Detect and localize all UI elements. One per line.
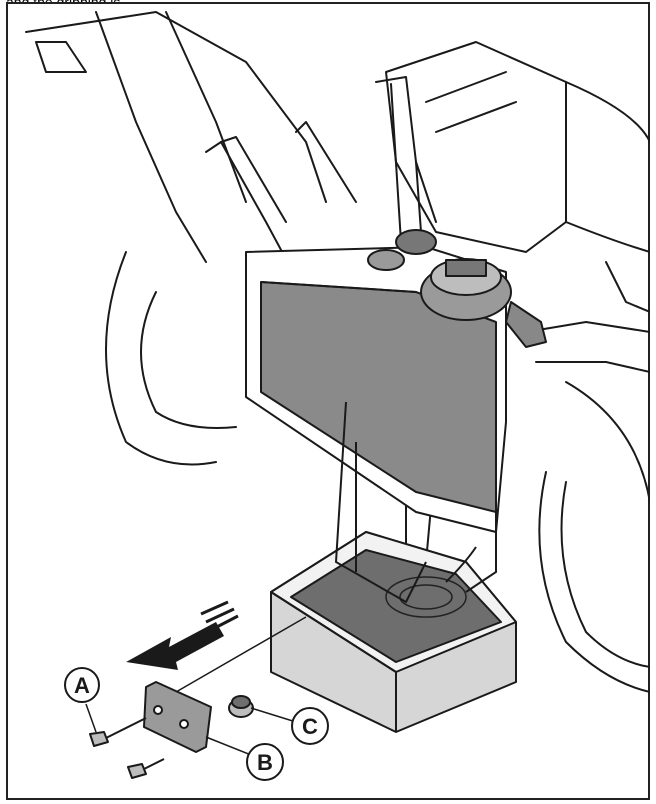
callout-c: C — [291, 707, 329, 745]
fuel-tank — [245, 229, 547, 533]
callout-leaders — [85, 703, 297, 758]
frame-wires — [334, 401, 497, 604]
callout-a-label: A — [74, 673, 90, 698]
callout-b-label: B — [257, 750, 273, 775]
illustration: A B C — [6, 2, 650, 800]
direction-arrow — [126, 600, 239, 670]
callout-b: B — [246, 743, 284, 781]
drip-pan — [270, 531, 517, 733]
callout-a: A — [64, 667, 100, 703]
drain-plate — [143, 681, 212, 753]
leader-line — [175, 616, 307, 693]
grommet — [228, 695, 254, 718]
bolts — [89, 717, 165, 779]
callout-c-label: C — [302, 714, 318, 739]
